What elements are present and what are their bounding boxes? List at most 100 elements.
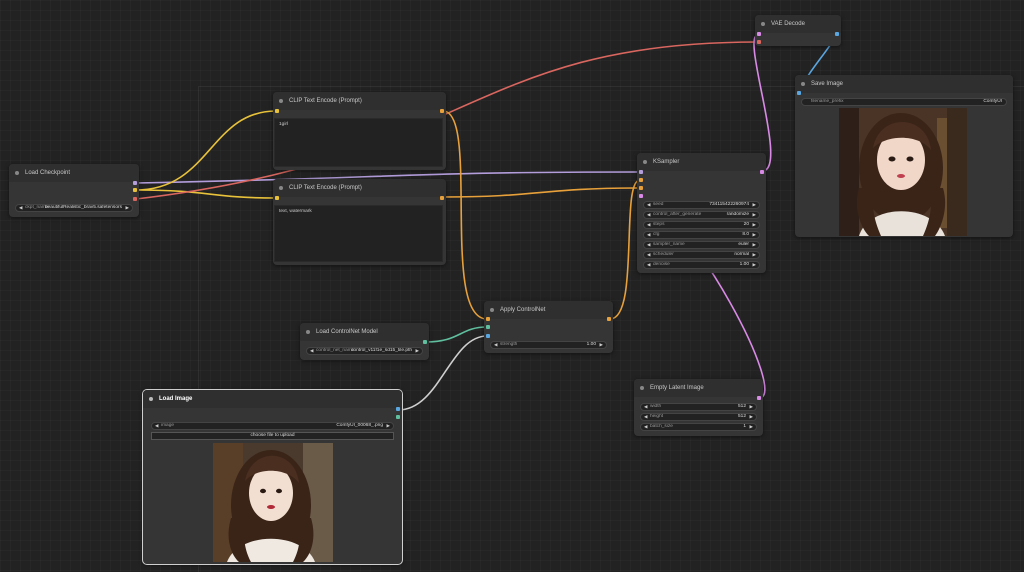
collapse-dot-icon[interactable] bbox=[15, 171, 19, 175]
output-slot-latent[interactable] bbox=[760, 170, 764, 174]
image-select[interactable]: ◀ image ComfyUI_00068_.png ▶ bbox=[151, 422, 394, 430]
decrement-arrow-icon[interactable]: ◀ bbox=[644, 424, 648, 429]
output-slot-model[interactable] bbox=[133, 181, 137, 185]
node-clip-text-encode-negative[interactable]: CLIP Text Encode (Prompt) text, watermar… bbox=[273, 179, 446, 265]
collapse-dot-icon[interactable] bbox=[279, 186, 283, 190]
output-slot-mask[interactable] bbox=[396, 415, 400, 419]
decrement-arrow-icon[interactable]: ◀ bbox=[647, 232, 651, 237]
widget-value: 1.00 bbox=[586, 342, 596, 347]
increment-arrow-icon[interactable]: ▶ bbox=[599, 342, 603, 347]
upload-button[interactable]: choose file to upload bbox=[151, 432, 394, 440]
node-load-checkpoint[interactable]: Load Checkpoint ◀ ckpt_name beautifulRea… bbox=[9, 164, 139, 217]
increment-arrow-icon[interactable]: ▶ bbox=[749, 414, 753, 419]
input-slot-image[interactable] bbox=[486, 334, 490, 338]
increment-arrow-icon[interactable]: ▶ bbox=[752, 232, 756, 237]
output-slot-conditioning[interactable] bbox=[440, 196, 444, 200]
increment-arrow-icon[interactable]: ▶ bbox=[749, 424, 753, 429]
node-load-image[interactable]: Load Image ◀ image ComfyUI_00068_.png ▶ … bbox=[142, 389, 403, 565]
strength-stepper[interactable]: ◀ strength 1.00 ▶ bbox=[490, 341, 607, 349]
input-slot-negative[interactable] bbox=[639, 186, 643, 190]
prev-arrow-icon[interactable]: ◀ bbox=[19, 205, 23, 210]
output-slot-image[interactable] bbox=[835, 32, 839, 36]
collapse-dot-icon[interactable] bbox=[490, 308, 494, 312]
node-save-image[interactable]: Save Image filename_prefix ComfyUI bbox=[795, 75, 1013, 237]
node-apply-controlnet[interactable]: Apply ControlNet ◀ strength 1.00 ▶ bbox=[484, 301, 613, 353]
increment-arrow-icon[interactable]: ▶ bbox=[752, 252, 756, 257]
collapse-dot-icon[interactable] bbox=[149, 397, 153, 401]
input-slot-clip[interactable] bbox=[275, 109, 279, 113]
next-arrow-icon[interactable]: ▶ bbox=[415, 348, 419, 353]
input-slot-latent[interactable] bbox=[639, 194, 643, 198]
widget-value: randomize bbox=[726, 212, 749, 217]
decrement-arrow-icon[interactable]: ◀ bbox=[644, 414, 648, 419]
node-title: KSampler bbox=[653, 159, 680, 165]
input-slot-positive[interactable] bbox=[639, 178, 643, 182]
input-slot-model[interactable] bbox=[639, 170, 643, 174]
collapse-dot-icon[interactable] bbox=[801, 82, 805, 86]
increment-arrow-icon[interactable]: ▶ bbox=[752, 202, 756, 207]
controlnet-name-select[interactable]: ◀ control_net_name control_v11f1e_sd15_t… bbox=[306, 347, 423, 355]
next-arrow-icon[interactable]: ▶ bbox=[386, 423, 390, 428]
input-slot-samples[interactable] bbox=[757, 32, 761, 36]
collapse-dot-icon[interactable] bbox=[643, 160, 647, 164]
node-load-controlnet-model[interactable]: Load ControlNet Model ◀ control_net_name… bbox=[300, 323, 429, 360]
prompt-text: 1girl bbox=[279, 122, 289, 127]
decrement-arrow-icon[interactable]: ◀ bbox=[647, 242, 651, 247]
prev-arrow-icon[interactable]: ◀ bbox=[155, 423, 159, 428]
output-slot-clip[interactable] bbox=[133, 188, 137, 192]
collapse-dot-icon[interactable] bbox=[761, 22, 765, 26]
prompt-text-area[interactable]: text, watermark bbox=[274, 205, 443, 262]
decrement-arrow-icon[interactable]: ◀ bbox=[647, 202, 651, 207]
output-slot-control-net[interactable] bbox=[423, 340, 427, 344]
increment-arrow-icon[interactable]: ▶ bbox=[752, 222, 756, 227]
prev-arrow-icon[interactable]: ◀ bbox=[310, 348, 314, 353]
widget-label: ckpt_name bbox=[25, 205, 49, 210]
input-slot-images[interactable] bbox=[797, 91, 801, 95]
collapse-dot-icon[interactable] bbox=[279, 99, 283, 103]
decrement-arrow-icon[interactable]: ◀ bbox=[647, 222, 651, 227]
widget-label: width bbox=[650, 404, 662, 409]
decrement-arrow-icon[interactable]: ◀ bbox=[644, 404, 648, 409]
widget-value: 512 bbox=[737, 414, 746, 419]
node-title: VAE Decode bbox=[771, 21, 805, 27]
output-slot-vae[interactable] bbox=[133, 197, 137, 201]
ckpt-name-select[interactable]: ◀ ckpt_name beautifulRealistic_brav5.saf… bbox=[15, 204, 133, 212]
decrement-arrow-icon[interactable]: ◀ bbox=[494, 342, 498, 347]
decrement-arrow-icon[interactable]: ◀ bbox=[647, 252, 651, 257]
node-title: Apply ControlNet bbox=[500, 307, 546, 313]
increment-arrow-icon[interactable]: ▶ bbox=[752, 262, 756, 267]
input-slot-vae[interactable] bbox=[757, 40, 761, 44]
increment-arrow-icon[interactable]: ▶ bbox=[749, 404, 753, 409]
prompt-text-area[interactable]: 1girl bbox=[274, 118, 443, 167]
collapse-dot-icon[interactable] bbox=[306, 330, 310, 334]
node-vae-decode[interactable]: VAE Decode bbox=[755, 15, 841, 46]
output-slot-conditioning[interactable] bbox=[440, 109, 444, 113]
input-slot-control-net[interactable] bbox=[486, 325, 490, 329]
increment-arrow-icon[interactable]: ▶ bbox=[752, 242, 756, 247]
collapse-dot-icon[interactable] bbox=[640, 386, 644, 390]
output-slot-image[interactable] bbox=[396, 407, 400, 411]
decrement-arrow-icon[interactable]: ◀ bbox=[647, 262, 651, 267]
filename-prefix-field[interactable]: filename_prefix ComfyUI bbox=[801, 98, 1007, 106]
input-slot-clip[interactable] bbox=[275, 196, 279, 200]
output-slot-latent[interactable] bbox=[757, 396, 761, 400]
decrement-arrow-icon[interactable]: ◀ bbox=[647, 212, 651, 217]
input-slot-conditioning[interactable] bbox=[486, 317, 490, 321]
next-arrow-icon[interactable]: ▶ bbox=[125, 205, 129, 210]
increment-arrow-icon[interactable]: ▶ bbox=[752, 212, 756, 217]
output-slot-conditioning[interactable] bbox=[607, 317, 611, 321]
node-clip-text-encode-positive[interactable]: CLIP Text Encode (Prompt) 1girl bbox=[273, 92, 446, 170]
